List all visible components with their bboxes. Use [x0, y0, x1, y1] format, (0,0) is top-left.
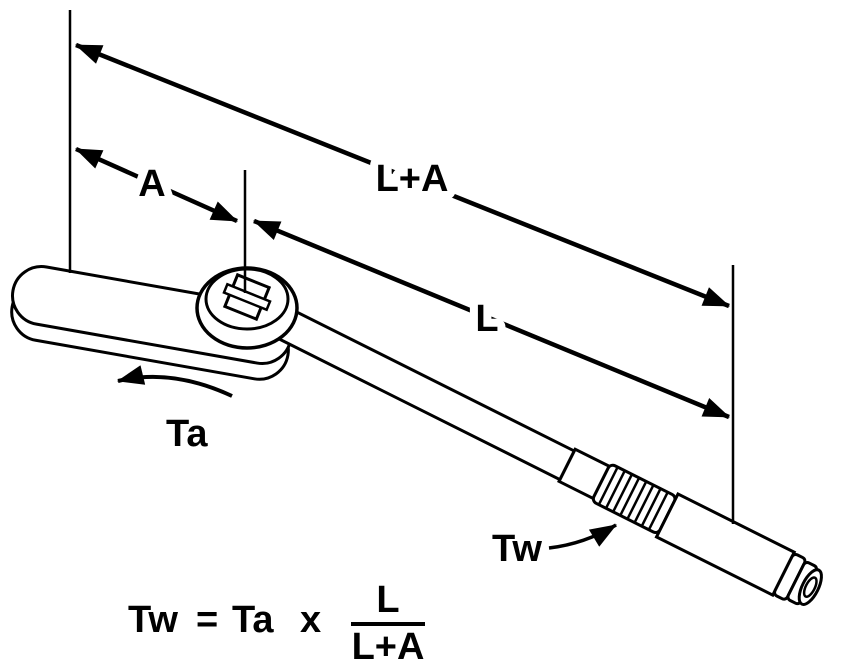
formula: Tw = Ta x L L+A	[128, 579, 425, 668]
torque-wrench-drawing	[10, 265, 823, 606]
formula-times: x	[300, 599, 321, 641]
knurled-adjuster	[591, 463, 677, 535]
square-drive-boss	[195, 266, 299, 350]
formula-lhs: Tw	[128, 599, 178, 641]
applied-torque-label: Ta	[166, 413, 208, 455]
dimension-label-a: A	[138, 163, 165, 205]
wrench-torque-pointer-arrow	[548, 523, 617, 550]
applied-torque-arrow	[116, 365, 233, 398]
dimension-arrow-l	[252, 218, 731, 420]
wrench-handle	[654, 491, 797, 598]
wrench-shaft-group	[273, 306, 823, 606]
formula-equals: =	[196, 599, 218, 641]
formula-numerator: L	[376, 579, 399, 621]
dimension-label-l: L	[475, 298, 498, 340]
wrench-torque-label: Tw	[492, 528, 542, 570]
formula-denominator: L+A	[352, 626, 425, 668]
handle-end-cap	[773, 552, 823, 606]
formula-ta: Ta	[232, 599, 274, 641]
svg-text:Tw = Ta: Tw = Ta x	[128, 599, 321, 641]
dimension-arrow-a	[74, 146, 239, 224]
dimension-label-l-plus-a: L+A	[376, 158, 449, 200]
